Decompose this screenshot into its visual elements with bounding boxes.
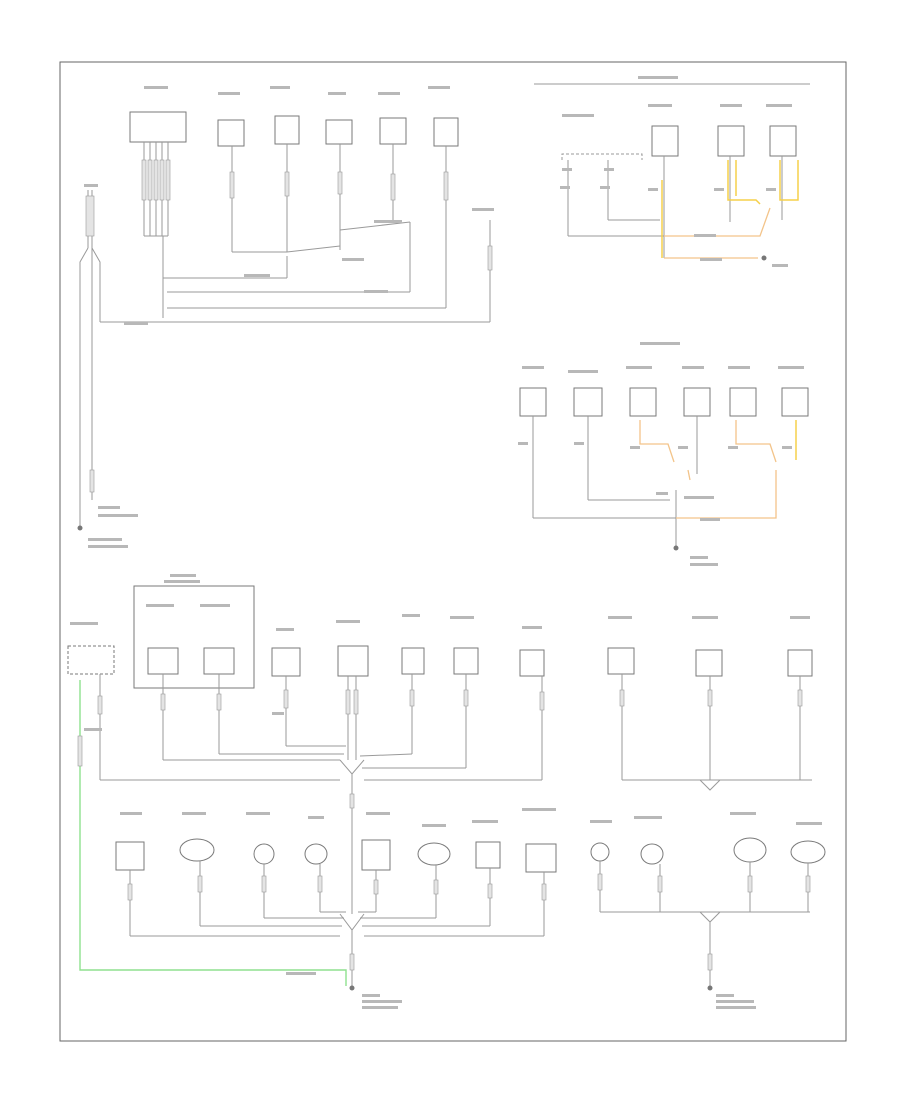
component-box: [651, 125, 679, 157]
component-box: [717, 125, 745, 157]
green-wire: [77, 680, 347, 986]
lower-block-row-2: [115, 808, 826, 1009]
component-box: [519, 649, 545, 677]
component-box: [67, 645, 115, 675]
orange-wire: [664, 207, 771, 259]
component-box: [379, 117, 407, 145]
lamp-icon: [733, 837, 767, 863]
component-box: [401, 647, 425, 675]
component-box: [203, 647, 235, 675]
connector-pins: [141, 159, 493, 271]
lower-block-row-1: [67, 574, 813, 914]
component-box: [629, 387, 657, 417]
component-box: [475, 841, 501, 869]
lamp-icon: [790, 840, 826, 864]
component-box: [325, 119, 353, 145]
component-box: [525, 843, 557, 873]
component-box: [573, 387, 603, 417]
component-box: [337, 645, 369, 677]
lamp-icon: [304, 843, 328, 865]
lamp-icon: [179, 838, 215, 862]
component-box: [769, 125, 797, 157]
yellow-wire: [661, 160, 799, 258]
mid-right-section: [518, 342, 809, 566]
component-box: [433, 117, 459, 147]
connector-pins: [97, 689, 803, 809]
component-box: [695, 649, 723, 677]
component-box: [274, 115, 300, 145]
top-right-section: [534, 76, 810, 267]
component-box: [129, 111, 187, 143]
component-box: [607, 647, 635, 675]
orange-wire: [639, 420, 777, 519]
component-box: [271, 647, 301, 677]
component-box: [115, 841, 145, 871]
component-box: [787, 649, 813, 677]
lamp-icon: [640, 843, 664, 865]
component-box: [729, 387, 757, 417]
lamp-icon: [417, 842, 451, 866]
connector-pins: [127, 873, 811, 971]
lamp-icon: [590, 842, 610, 862]
component-box: [361, 839, 391, 871]
component-box: [519, 387, 547, 417]
component-box: [453, 647, 479, 675]
component-box: [781, 387, 809, 417]
lamp-icon: [253, 843, 275, 865]
diagram-frame: [59, 61, 847, 1042]
component-box: [147, 647, 179, 675]
component-box: [683, 387, 711, 417]
left-trunk: [77, 184, 138, 548]
component-box: [217, 119, 245, 147]
top-left-cluster: [100, 86, 494, 325]
